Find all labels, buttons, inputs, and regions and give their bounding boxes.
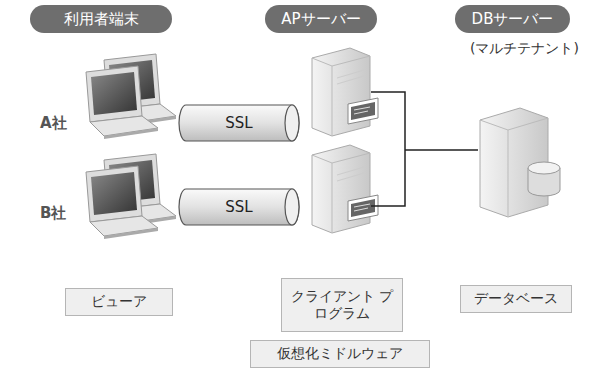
node-text: SSL xyxy=(225,198,252,217)
company-label: A社 xyxy=(40,114,67,133)
node-text: ビューア xyxy=(91,293,147,311)
component-box: ビューア xyxy=(65,288,173,316)
component-box: 仮想化ミドルウェア xyxy=(250,340,430,368)
header-pill: DBサーバー xyxy=(455,5,570,33)
component-box: クライアント プログラム xyxy=(281,278,403,332)
company-label: B社 xyxy=(40,204,66,223)
node-text: データベース xyxy=(474,290,558,308)
node-text: クライアント プログラム xyxy=(290,288,394,323)
note-label: (マルチテナント) xyxy=(470,40,579,58)
header-pill: APサーバー xyxy=(265,5,377,33)
node-text: 利用者端末 xyxy=(64,10,139,29)
component-box: データベース xyxy=(460,285,572,313)
node-text: DBサーバー xyxy=(472,10,554,29)
node-text: 仮想化ミドルウェア xyxy=(277,345,403,363)
node-text: APサーバー xyxy=(281,10,360,29)
header-pill: 利用者端末 xyxy=(30,5,172,33)
ssl-tunnel: SSL xyxy=(178,188,300,226)
node-text: SSL xyxy=(225,114,252,133)
ssl-tunnel: SSL xyxy=(178,104,300,142)
